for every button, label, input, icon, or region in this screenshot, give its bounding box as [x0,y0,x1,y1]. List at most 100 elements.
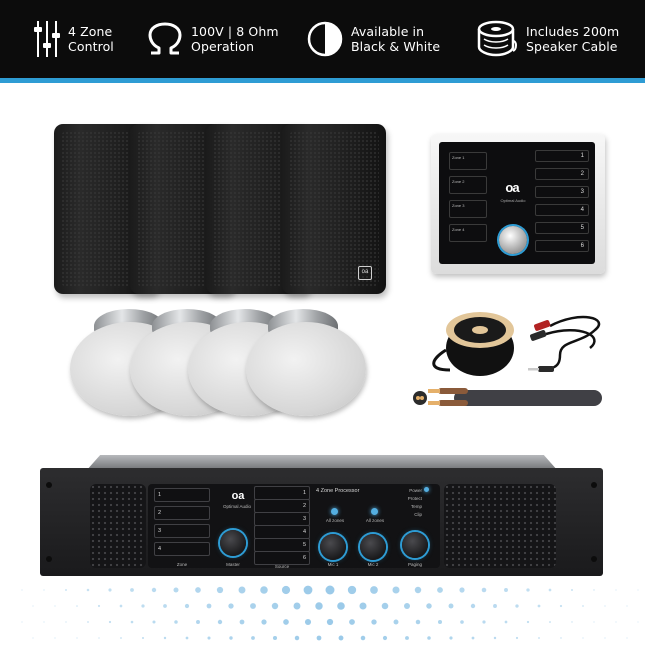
pattern-dot [87,621,89,623]
pattern-dot [43,589,45,591]
pattern-dot [370,586,378,594]
pattern-dot [184,603,190,609]
pattern-dot [570,588,574,592]
pattern-dot [515,636,519,640]
pattern-dot [86,588,90,592]
all-zones-label: All zones [325,518,345,523]
pattern-dot [250,603,256,609]
pattern-dot [228,603,234,609]
pattern-dot [303,585,313,595]
pattern-dot [32,637,34,639]
pattern-dot [537,604,541,608]
pattern-dot [481,587,487,593]
pattern-dot [281,585,291,595]
rack-ear-hole [591,556,597,562]
feature-line1: Available in [351,24,425,39]
processor-front-panel: 1 2 3 4 oa Optimal Audio 1 2 3 4 5 6 4 Z… [148,484,440,569]
pattern-dot [637,621,639,623]
pattern-dot [559,604,563,608]
status-power: Power [409,488,422,493]
pattern-dot [316,635,322,641]
pattern-dot [173,587,179,593]
pattern-dot [283,619,289,625]
pattern-dot [615,589,617,591]
pattern-dot [304,618,312,626]
pattern-dot [426,603,432,609]
pattern-dot [195,587,201,593]
pattern-dot [151,587,157,593]
pattern-dot [493,636,497,640]
processor-top [86,455,558,471]
knob-label-zone: Zone [176,562,188,567]
pattern-dot [482,620,486,624]
controller-source: 5 [535,222,589,234]
knob-label-mic1: Mic 1 [327,562,339,567]
pattern-dot [437,587,443,593]
pattern-dot [108,588,112,592]
rack-ear-hole [591,482,597,488]
pattern-dot [294,635,300,641]
controller-zone: Zone 3 [449,200,487,218]
pattern-dot [207,636,211,640]
all-zones-led [371,508,378,515]
pattern-dot [21,589,23,591]
pattern-dot [108,620,112,624]
feature-line2: Control [68,39,114,54]
speaker-cable-reel [446,312,514,376]
pattern-dot [130,620,134,624]
pattern-dot [229,636,233,640]
controller-knob [499,226,527,254]
pattern-dot [626,637,628,639]
ohm-icon [148,22,182,55]
controller-panel: Zone 1 Zone 2 Zone 3 Zone 4 oa Optimal A… [439,142,595,264]
pattern-dot [152,620,156,624]
rack-ear-hole [46,482,52,488]
pattern-dot [206,603,212,609]
processor-source-button: 2 [254,499,310,513]
pattern-dot [54,637,56,639]
controller-zone: Zone 1 [449,152,487,170]
pattern-dot [239,619,245,625]
pattern-dot [251,636,255,640]
power-led [424,487,429,492]
feature-text: Available in Black & White [351,24,440,54]
pattern-dot [604,637,606,639]
pattern-dot [504,588,508,592]
pattern-dot [54,605,56,607]
pattern-dot [392,586,400,594]
speaker-logo: oa [358,266,372,280]
controller-logo: oa [505,180,519,195]
processor-zone-button: 1 [154,488,210,502]
sliders-icon [34,21,60,57]
rack-ear-hole [46,556,52,562]
pattern-dot [593,589,595,591]
pattern-dot [470,603,476,609]
processor-zone-button: 2 [154,506,210,520]
processor-zone-button: 3 [154,524,210,538]
dot-pattern [21,585,639,641]
half-circle-icon [307,21,343,57]
processor-source-button: 6 [254,551,310,565]
pattern-dot [21,621,23,623]
feature-banner [0,0,645,78]
pattern-dot [141,636,145,640]
feature-line1: 100V | 8 Ohm [191,24,279,39]
pattern-dot [626,605,628,607]
pattern-dot [404,603,410,609]
feature-line1: 4 Zone [68,24,113,39]
controller-source: 4 [535,204,589,216]
pattern-dot [163,604,167,608]
pattern-dot [196,620,200,624]
pattern-dot [414,586,422,594]
pattern-dot [615,621,617,623]
pattern-dot [216,586,224,594]
pattern-dot [98,637,100,639]
wall-controller: Zone 1 Zone 2 Zone 3 Zone 4 oa Optimal A… [431,134,605,274]
pattern-dot [185,636,189,640]
pattern-dot [515,604,519,608]
processor-source-button: 1 [254,486,310,500]
controller-source: 1 [535,150,589,162]
pattern-dot [427,636,431,640]
knob-label-source: Source [274,564,290,569]
pattern-dot [325,585,335,595]
